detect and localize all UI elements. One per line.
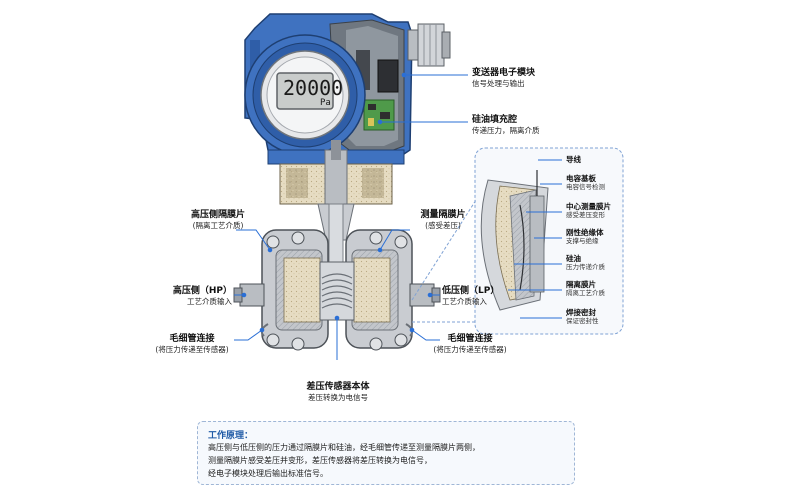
detail-item-sub: 电容信号检测 bbox=[566, 183, 605, 192]
stem bbox=[317, 203, 355, 305]
label-electronics: 变送器电子模块 信号处理与输出 bbox=[472, 68, 535, 89]
cable-gland bbox=[407, 23, 451, 67]
detail-item-sub: 压力传递介质 bbox=[566, 263, 605, 272]
bellows bbox=[321, 273, 353, 309]
display-value: 20000 bbox=[283, 76, 344, 100]
detail-item: 刚性绝缘体 支撑与绝缘 bbox=[566, 228, 604, 246]
detail-item: 导线 bbox=[566, 155, 581, 164]
label-capillary-right: 毛细管连接 (将压力传递至传感器) bbox=[426, 334, 514, 355]
label-electronics-title: 变送器电子模块 bbox=[472, 68, 536, 78]
principle-box: 工作原理： 高压侧与低压侧的压力通过隔膜片和硅油，经毛细管传递至测量隔膜片两侧，… bbox=[197, 421, 575, 485]
detail-item-title: 导线 bbox=[566, 155, 581, 164]
detail-item: 电容基板 电容信号检测 bbox=[566, 174, 605, 192]
label-hp-side: 高压侧（HP） 工艺介质输入 bbox=[160, 286, 232, 307]
label-sensor-body-title: 差压传感器本体 bbox=[306, 382, 370, 392]
detail-item-sub: 支撑与绝缘 bbox=[566, 237, 599, 246]
detail-item: 硅油 压力传递介质 bbox=[566, 254, 605, 272]
label-silicone-fill: 硅油填充腔 传递压力，隔离介质 bbox=[472, 115, 540, 136]
label-capillary-right-sub: (将压力传递至传感器) bbox=[433, 345, 507, 355]
detail-item-sub: 保证密封性 bbox=[566, 317, 599, 326]
detail-item-title: 焊接密封 bbox=[566, 308, 596, 317]
label-electronics-sub: 信号处理与输出 bbox=[472, 79, 525, 89]
principle-line: 高压侧与低压侧的压力通过隔膜片和硅油，经毛细管传递至测量隔膜片两侧， bbox=[208, 443, 480, 452]
label-hp-diaphragm: 高压侧隔膜片 (隔离工艺介质) bbox=[178, 210, 258, 231]
display-unit: Pa bbox=[320, 98, 331, 108]
detail-item-title: 中心测量膜片 bbox=[566, 202, 611, 211]
label-capillary-left-sub: (将压力传递至传感器) bbox=[155, 345, 229, 355]
label-lp-side-title: 低压侧（LP） bbox=[442, 286, 500, 296]
detail-item-title: 电容基板 bbox=[566, 174, 596, 183]
detail-item: 焊接密封 保证密封性 bbox=[566, 308, 599, 326]
principle-line: 测量隔膜片感受差压并变形，差压传感器将差压转换为电信号， bbox=[208, 456, 432, 465]
principle-title: 工作原理： bbox=[208, 431, 254, 441]
detail-item-title: 隔离膜片 bbox=[566, 280, 596, 289]
label-capillary-left-title: 毛细管连接 bbox=[169, 334, 215, 344]
detail-inset bbox=[411, 147, 624, 335]
principle-line: 经电子模块处理后输出标准信号。 bbox=[208, 469, 328, 478]
label-hp-side-title: 高压侧（HP） bbox=[172, 286, 232, 296]
label-hp-diaphragm-title: 高压侧隔膜片 bbox=[190, 210, 245, 220]
label-sensor-body: 差压传感器本体 差压转换为电信号 bbox=[288, 382, 388, 403]
detail-item-title: 硅油 bbox=[566, 254, 581, 263]
label-capillary-left: 毛细管连接 (将压力传递至传感器) bbox=[150, 334, 234, 355]
label-measuring-diaphragm-title: 测量隔膜片 bbox=[420, 210, 466, 220]
neck bbox=[267, 140, 405, 207]
label-hp-diaphragm-sub: (隔离工艺介质) bbox=[192, 221, 244, 231]
leader-lines bbox=[234, 72, 562, 360]
label-silicone-fill-sub: 传递压力，隔离介质 bbox=[472, 126, 540, 136]
detail-item-title: 刚性绝缘体 bbox=[566, 228, 604, 237]
label-measuring-diaphragm: 测量隔膜片 (感受差压) bbox=[408, 210, 478, 231]
label-silicone-fill-title: 硅油填充腔 bbox=[472, 115, 518, 125]
label-sensor-body-sub: 差压转换为电信号 bbox=[308, 393, 368, 403]
sensor-body bbox=[233, 229, 441, 351]
detail-item-sub: 感受差压变形 bbox=[566, 211, 605, 220]
label-lp-side: 低压侧（LP） 工艺介质输入 bbox=[442, 286, 499, 307]
detail-item: 中心测量膜片 感受差压变形 bbox=[566, 202, 611, 220]
label-measuring-diaphragm-sub: (感受差压) bbox=[425, 221, 461, 231]
detail-item: 隔离膜片 隔离工艺介质 bbox=[566, 280, 605, 298]
display-cover bbox=[244, 34, 366, 156]
label-lp-side-sub: 工艺介质输入 bbox=[442, 297, 487, 307]
detail-item-sub: 隔离工艺介质 bbox=[566, 289, 605, 298]
label-capillary-right-title: 毛细管连接 bbox=[447, 334, 493, 344]
label-hp-side-sub: 工艺介质输入 bbox=[187, 297, 232, 307]
